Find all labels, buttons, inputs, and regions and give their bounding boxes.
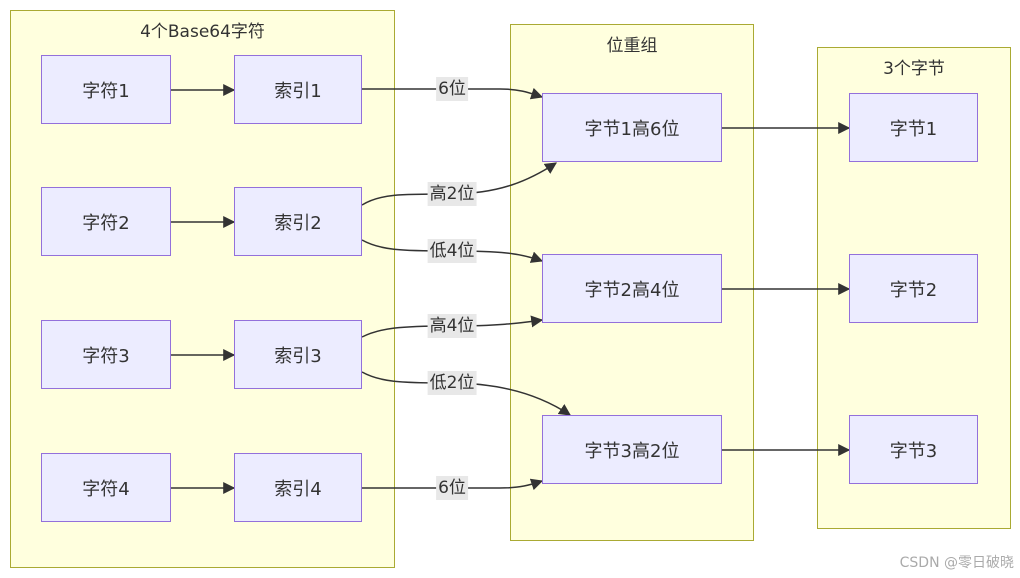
edge-idx4-b3 xyxy=(362,478,544,491)
edge-label-idx3-b3: 低2位 xyxy=(427,371,477,395)
node-index-1: 索引1 xyxy=(234,55,362,124)
node-byte2-high4: 字节2高4位 xyxy=(542,254,722,323)
edge-label-idx4-b3: 6位 xyxy=(436,476,468,500)
watermark: CSDN @零日破晓 xyxy=(899,555,1014,571)
node-char-3: 字符3 xyxy=(41,320,171,389)
node-char-2: 字符2 xyxy=(41,187,171,256)
edge-label-idx2-b2: 低4位 xyxy=(427,239,477,263)
node-byte3-high2: 字节3高2位 xyxy=(542,415,722,484)
edge-label-idx1-b1: 6位 xyxy=(436,77,468,101)
node-byte1-high6: 字节1高6位 xyxy=(542,93,722,162)
cluster-regroup-title: 位重组 xyxy=(606,36,658,56)
node-byte-3: 字节3 xyxy=(849,415,978,484)
edge-label-idx3-b2: 高4位 xyxy=(427,314,477,338)
cluster-bytes-title: 3个字节 xyxy=(883,59,945,79)
node-index-2: 索引2 xyxy=(234,187,362,256)
cluster-base64-title: 4个Base64字符 xyxy=(140,22,265,42)
node-index-4: 索引4 xyxy=(234,453,362,522)
node-index-3: 索引3 xyxy=(234,320,362,389)
node-byte-2: 字节2 xyxy=(849,254,978,323)
node-char-4: 字符4 xyxy=(41,453,171,522)
edge-label-idx2-b1: 高2位 xyxy=(427,182,477,206)
node-char-1: 字符1 xyxy=(41,55,171,124)
node-byte-1: 字节1 xyxy=(849,93,978,162)
edge-idx1-b1 xyxy=(362,87,544,100)
